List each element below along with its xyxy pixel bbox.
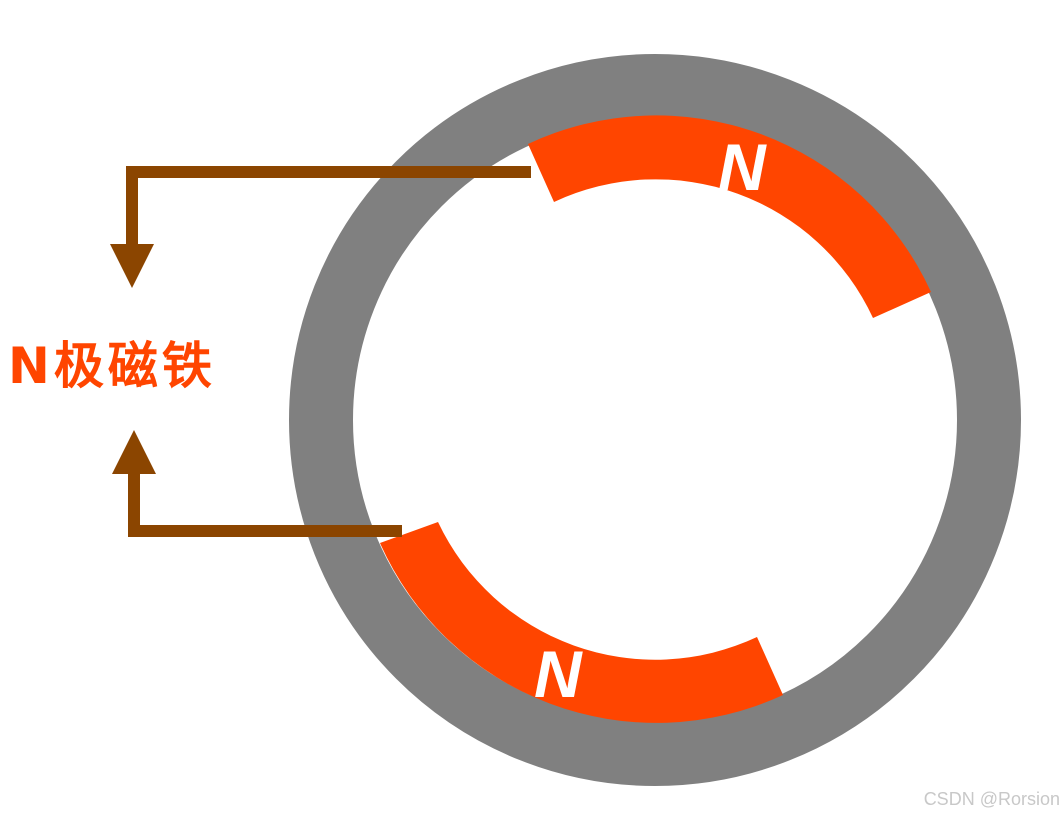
magnet-top (528, 115, 931, 319)
magnet-bottom-pole-label: N (534, 637, 583, 711)
arrow-bottom-line (128, 470, 402, 537)
stator-ring (289, 54, 1021, 786)
magnet-label: N极磁铁 (8, 337, 216, 395)
magnet-top-pole-label: N (718, 130, 767, 204)
arrow-bottom-head (112, 430, 156, 474)
arrow-top-head (110, 244, 154, 288)
watermark: CSDN @Rorsion (923, 789, 1060, 809)
arrow-top-line (126, 166, 531, 250)
magnet-bottom (380, 522, 783, 723)
